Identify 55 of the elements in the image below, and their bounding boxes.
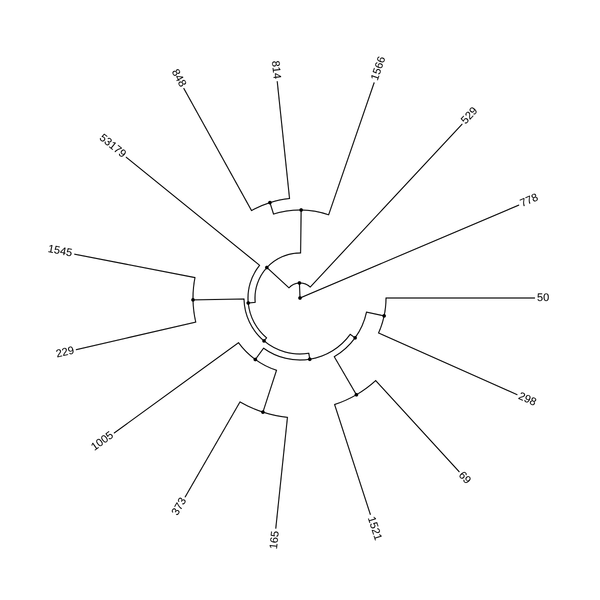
tree-branch — [334, 337, 357, 396]
tree-branch — [74, 254, 196, 300]
tree-branch — [183, 88, 270, 212]
tree-branch — [300, 204, 520, 298]
leaf-label: 298 — [516, 389, 539, 410]
leaf-label: 1566 — [368, 55, 390, 83]
leaf-label: 69 — [456, 468, 474, 488]
tree-branch — [354, 312, 385, 338]
branch-point — [268, 200, 272, 204]
leaf-label: 50 — [537, 291, 550, 305]
tree-branch — [384, 298, 536, 316]
tree-branch — [262, 412, 288, 530]
tree-branch — [254, 348, 310, 360]
tree-branch — [266, 210, 302, 268]
branch-point — [299, 208, 303, 212]
tree-branch — [264, 340, 310, 360]
tree-branch — [113, 342, 256, 434]
leaf-label: 229 — [54, 343, 76, 362]
branch-point — [354, 392, 358, 397]
tree-branch — [300, 82, 375, 216]
branch-point — [246, 301, 250, 305]
branch-point — [353, 336, 357, 340]
tree-branch — [298, 282, 300, 298]
branch-point — [382, 314, 386, 318]
tree-branch — [248, 267, 268, 304]
branch-point — [262, 339, 266, 343]
branch-point — [298, 281, 302, 285]
tree-branch — [266, 267, 300, 288]
tree-branch — [298, 123, 463, 288]
branch-point — [261, 410, 265, 414]
tree-branch — [269, 80, 290, 204]
tree-branch — [75, 299, 196, 350]
tree-branch — [248, 302, 268, 342]
branch-point — [265, 266, 269, 270]
tree-branch — [184, 401, 264, 498]
branch-point — [298, 296, 302, 300]
tree-branch — [269, 202, 302, 215]
tree-branch — [334, 394, 371, 516]
leaf-label: 778 — [518, 190, 541, 211]
tree-branch — [254, 359, 277, 413]
branch-point — [191, 298, 195, 302]
branch-point — [253, 358, 258, 362]
tree-branch — [125, 156, 260, 304]
tree-branch — [378, 315, 518, 396]
leaf-label: 529 — [458, 104, 482, 128]
tree-branch — [356, 380, 460, 472]
tree-branch — [309, 334, 356, 360]
leaf-label: 373 — [168, 495, 190, 518]
leaf-label: 1521 — [364, 514, 386, 542]
leaf-label: 814 — [268, 60, 284, 80]
leaf-label: 848 — [168, 66, 189, 90]
leaf-label: 165 — [266, 530, 282, 550]
leaf-label: 1545 — [46, 242, 74, 261]
branch-point — [308, 357, 312, 362]
tree-branch — [192, 298, 265, 342]
